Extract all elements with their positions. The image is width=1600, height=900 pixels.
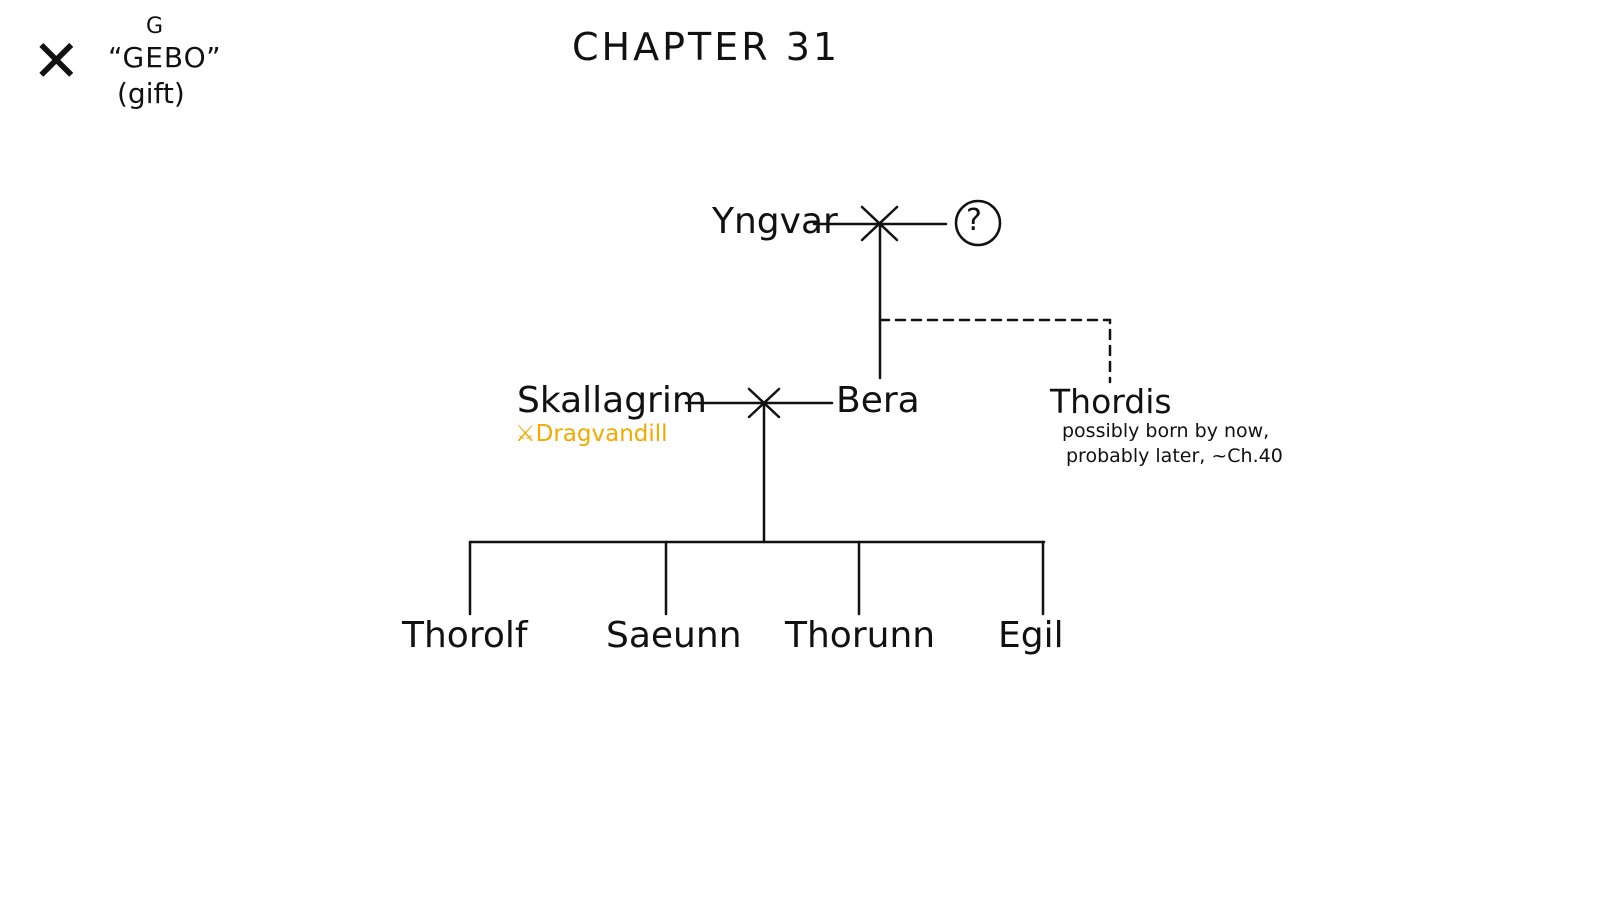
- person-skallagrim: Skallagrim: [517, 380, 707, 421]
- weapon-dragvandill: ⚔Dragvandill: [515, 423, 668, 446]
- weapon-label: Dragvandill: [535, 421, 668, 447]
- dashed-line-thordis: [878, 318, 1112, 384]
- child-saeunn: Saeunn: [606, 615, 742, 656]
- person-bera: Bera: [836, 380, 920, 421]
- thordis-note-line2: probably later, ~Ch.40: [1066, 445, 1283, 467]
- child-egil: Egil: [998, 615, 1064, 656]
- rune-name: “GEBO”: [108, 41, 222, 74]
- thordis-note-line1: possibly born by now,: [1062, 420, 1270, 442]
- unknown-wife-circle: [954, 199, 1002, 247]
- person-thordis: Thordis: [1050, 382, 1172, 421]
- person-yngvar: Yngvar: [712, 201, 838, 242]
- sword-icon: ⚔: [515, 421, 536, 447]
- child-thorolf: Thorolf: [402, 615, 528, 656]
- gebo-rune-icon: ✕: [32, 27, 81, 95]
- rune-letter: G: [146, 14, 164, 39]
- child-thorunn: Thorunn: [785, 615, 936, 656]
- rune-meaning: (gift): [117, 77, 185, 110]
- chapter-title: CHAPTER 31: [572, 25, 841, 69]
- person-unknown-wife: ?: [966, 203, 982, 238]
